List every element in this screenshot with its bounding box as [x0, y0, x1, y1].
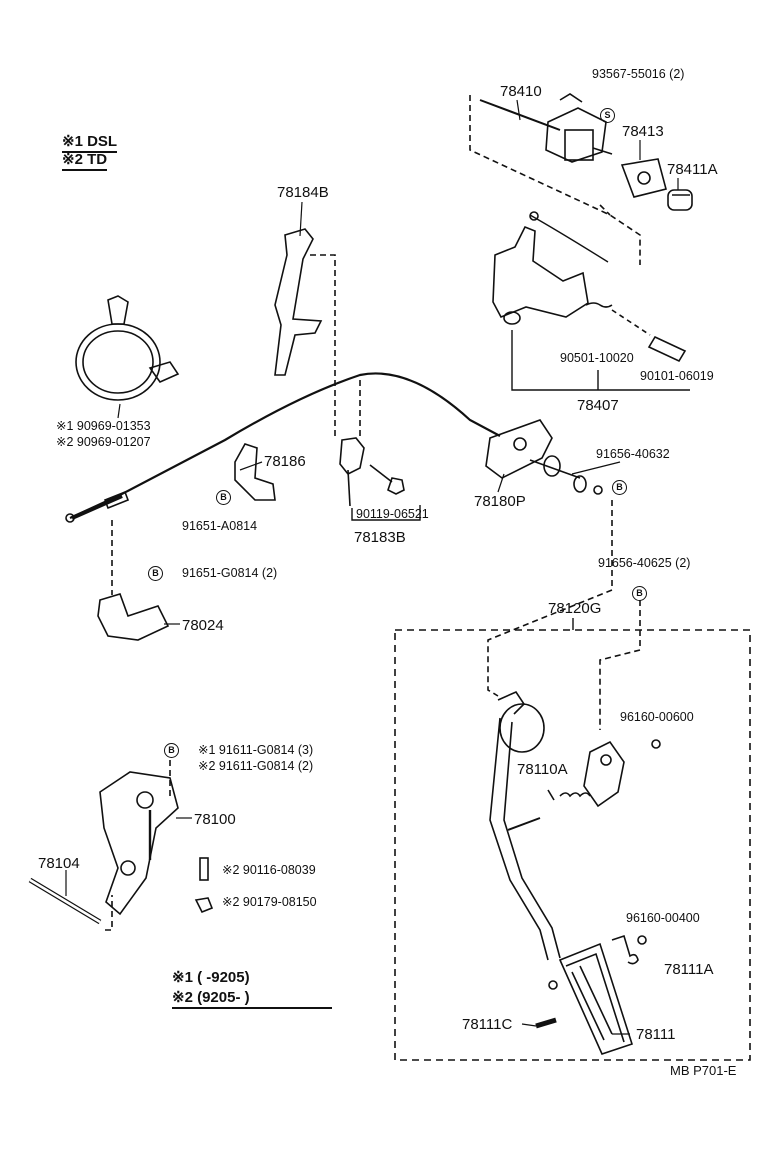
- part-96160-00600: 96160-00600: [620, 710, 694, 724]
- part-91651-A0814: 91651-A0814: [182, 519, 258, 533]
- accelerator-pedal-arm-icon: [489, 690, 561, 990]
- bracket-78413-icon: [620, 158, 667, 198]
- clip-96160-00600-icon: [651, 739, 661, 749]
- solenoid-assembly-icon: [479, 93, 613, 163]
- part-91656-40632: 91656-40632: [596, 447, 670, 461]
- legend-bottom-line1: ※1 ( -9205): [172, 969, 250, 986]
- legend-top-line1: ※1 DSL: [62, 134, 118, 153]
- part-91611-G0814-2: ※2 91611-G0814 (2): [198, 759, 314, 773]
- clip-96160-00400-icon: [637, 935, 647, 945]
- spring-78111A-icon: [611, 934, 639, 965]
- part-78407: 78407: [577, 397, 619, 414]
- part-91656-40625: 91656-40625 (2): [598, 556, 691, 570]
- s-marker-icon: S: [600, 108, 615, 124]
- b-marker-icon: B: [148, 566, 163, 582]
- throttle-lever-78180P-icon: [485, 419, 603, 495]
- marker-b-3: B: [148, 566, 168, 582]
- rod-78104-icon: [28, 877, 102, 925]
- bracket-78184B-icon: [274, 228, 323, 376]
- spring-78110A-icon: [547, 789, 591, 801]
- nut-icon: [194, 897, 214, 914]
- bracket-78186-icon: [234, 443, 276, 501]
- hose-clamp-icon: [75, 295, 180, 401]
- bolt-icon: [369, 464, 405, 495]
- accelerator-cable-icon: [65, 372, 501, 523]
- part-78110A: 78110A: [517, 761, 568, 778]
- b-marker-icon: B: [216, 490, 231, 506]
- part-78111A: 78111A: [664, 961, 714, 978]
- part-96160-00400: 96160-00400: [626, 911, 700, 925]
- part-78411A: 78411A: [667, 161, 718, 178]
- part-78100: 78100: [194, 811, 236, 828]
- b-marker-icon: B: [164, 743, 179, 759]
- marker-b-5: B: [164, 743, 184, 759]
- part-90116-08039: ※2 90116-08039: [222, 863, 316, 877]
- diagram-reference: MB P701-E: [670, 1063, 737, 1078]
- stud-icon: [199, 857, 209, 881]
- part-78024: 78024: [182, 617, 224, 634]
- part-78111C: 78111C: [462, 1016, 513, 1033]
- part-93567-55016: 93567-55016 (2): [592, 67, 685, 81]
- pin-78111C-icon: [535, 1017, 557, 1029]
- throttle-bracket-78407-icon: [492, 211, 687, 363]
- part-90969-01207: ※2 90969-01207: [56, 435, 151, 449]
- part-78104: 78104: [38, 855, 80, 872]
- legend-bottom-line2: ※2 (9205- ): [172, 990, 332, 1009]
- part-78183B: 78183B: [354, 529, 406, 546]
- marker-b-1: B: [216, 490, 236, 506]
- part-90179-08150: ※2 90179-08150: [222, 895, 317, 909]
- part-91651-G0814: 91651-G0814 (2): [182, 566, 278, 580]
- b-marker-icon: B: [632, 586, 647, 602]
- part-90119-06521: 90119-06521: [356, 507, 429, 521]
- part-78184B: 78184B: [277, 184, 329, 201]
- bracket-78183B-icon: [339, 437, 365, 507]
- pedal-pad-78111-icon: [558, 942, 634, 1055]
- part-78180P: 78180P: [474, 493, 526, 510]
- part-91611-G0814-1: ※1 91611-G0814 (3): [198, 743, 314, 757]
- part-78410: 78410: [500, 83, 542, 100]
- part-78413: 78413: [622, 123, 664, 140]
- part-90969-01353: ※1 90969-01353: [56, 419, 151, 433]
- marker-b-4: B: [632, 586, 652, 602]
- lever-assembly-78100-icon: [99, 771, 179, 916]
- part-78111: 78111: [636, 1026, 676, 1043]
- part-90501-10020: 90501-10020: [560, 351, 634, 365]
- pedal-bracket-78110A-icon: [583, 740, 625, 808]
- b-marker-icon: B: [612, 480, 627, 496]
- marker-b-2: B: [612, 480, 632, 496]
- part-78186: 78186: [264, 453, 306, 470]
- part-78120G: 78120G: [548, 600, 602, 617]
- bracket-78024-icon: [97, 593, 170, 641]
- marker-s: S: [600, 108, 620, 124]
- cap-78411A-icon: [667, 189, 693, 211]
- part-90101-06019: 90101-06019: [640, 369, 714, 383]
- legend-top-line2: ※2 TD: [62, 152, 108, 171]
